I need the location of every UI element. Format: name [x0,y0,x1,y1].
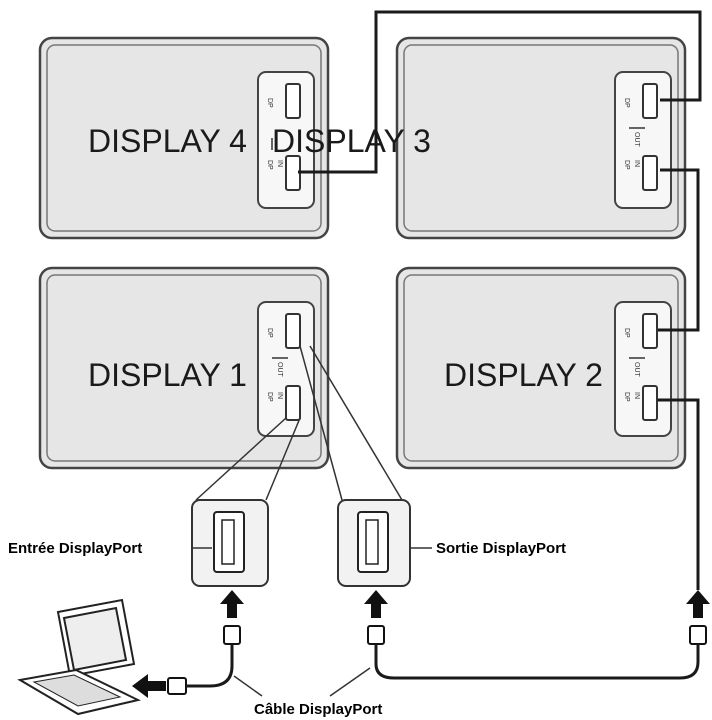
input-callout-label: Entrée DisplayPort [8,540,142,557]
display-4-panel [38,36,330,240]
display-1-out-tag: OUT [276,362,283,378]
display-1-in-tag: IN [276,392,283,399]
display-3-port-module: DP OUT DP IN [614,71,672,209]
display-1-port-module: DP OUT DP IN [257,301,315,437]
cable-d1-to-d2 [374,644,700,680]
output-callout-label: Sortie DisplayPort [436,540,566,557]
display-3-out-tag: OUT [633,132,640,148]
cable-d3-to-d4 [298,10,702,174]
arrow-left-icon [132,674,166,698]
cable-d2-to-d3 [658,168,700,332]
display-3-panel [395,36,687,240]
display-2-out-tag: OUT [633,362,640,378]
display-3-in-tag: IN [633,160,640,167]
display-3-dp-in-tag: DP [623,160,630,170]
displayport-connector-icon [223,625,241,645]
displayport-connector-icon [167,677,187,695]
display-2-panel [395,266,687,470]
arrow-up-icon [220,590,244,618]
displayport-connector-icon [689,625,707,645]
display-2-dp-in-tag: DP [623,392,630,402]
zoomed-input-port [191,499,269,587]
cable-leader-left [233,675,263,697]
display-2-dp-out-tag: DP [623,328,630,338]
arrow-up-icon [364,590,388,618]
cable-callout-label: Câble DisplayPort [254,701,382,718]
display-1-dp-in-tag: DP [266,392,273,402]
arrows [132,590,710,698]
cable-d2-in-down [658,398,700,590]
arrow-up-icon [686,590,710,618]
zoom-lines [195,345,403,501]
display-4-label: DISPLAY 4 [88,123,247,159]
laptop-icon [17,598,141,716]
lower-cables [186,644,700,688]
display-3-label: DISPLAY 3 [272,123,431,159]
display-1-panel [38,266,330,470]
display-2-label: DISPLAY 2 [444,357,603,393]
display-3-dp-out-tag: DP [623,98,630,108]
display-1-label: DISPLAY 1 [88,357,247,393]
connectors [167,625,707,695]
display-4-port-module: DP DP IN [257,71,315,209]
cable-leader-right [329,667,371,697]
display-4-in-tag: IN [276,160,283,167]
zoomed-output-port [337,499,411,587]
display-1-dp-out-tag: DP [266,328,273,338]
displayport-connector-icon [367,625,385,645]
display-4-dp-in-tag: DP [266,160,273,170]
cable-laptop-to-d1 [186,644,234,688]
display-2-port-module: DP OUT DP IN [614,301,672,437]
display-4-dp-out-tag: DP [266,98,273,108]
daisy-chain-cables [298,10,702,590]
display-2-in-tag: IN [633,392,640,399]
